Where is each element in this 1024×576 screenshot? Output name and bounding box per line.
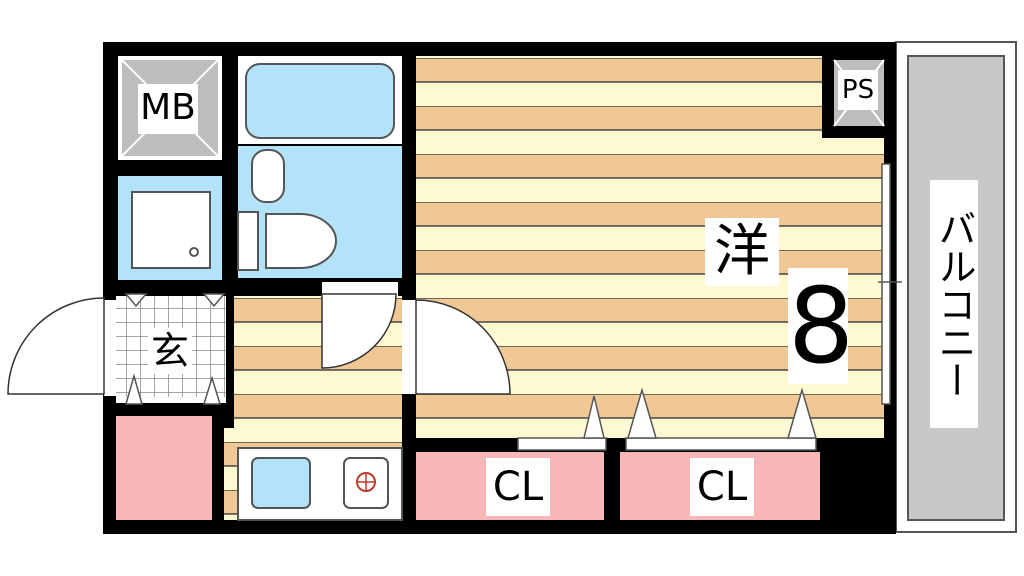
western-room-label: 洋	[705, 218, 779, 286]
mb-label: MB	[138, 84, 198, 134]
balcony-label: バルコニー	[930, 180, 978, 428]
bathroom	[237, 56, 402, 278]
closet-1-label: CL	[486, 458, 550, 516]
laundry-space	[118, 176, 222, 280]
genkan-label: 玄	[148, 328, 192, 374]
ps-label: PS	[838, 70, 878, 110]
room-size-label: 8	[788, 265, 855, 387]
balcony	[895, 41, 1017, 533]
room-door	[402, 299, 511, 395]
kitchen	[237, 447, 403, 521]
balcony-window	[878, 163, 902, 405]
bathroom-door	[321, 282, 398, 369]
shoe-storage	[116, 416, 212, 520]
entrance-door	[7, 297, 116, 396]
closet-2-label: CL	[690, 458, 754, 516]
